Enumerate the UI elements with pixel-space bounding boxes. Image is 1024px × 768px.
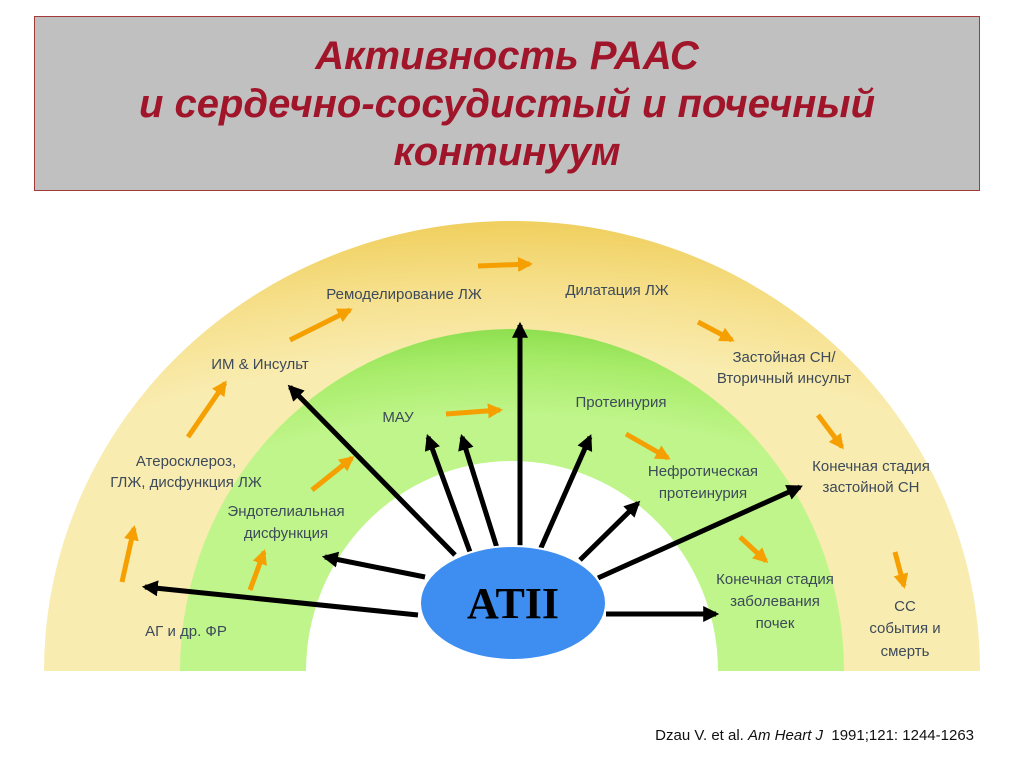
- label-zast-1: Застойная СН/: [732, 349, 836, 366]
- orange-arrow: [119, 525, 139, 583]
- label-kzp-1: Конечная стадия: [716, 571, 834, 588]
- orange-arrow: [892, 551, 909, 589]
- label-kon-1: Конечная стадия: [812, 458, 930, 475]
- black-arrow: [141, 580, 419, 618]
- title-box: Активность РААС и сердечно-сосудистый и …: [34, 16, 980, 191]
- outer-progression-arrows: [119, 256, 909, 589]
- orange-arrow: [310, 456, 355, 492]
- atii-ellipse: [419, 545, 607, 661]
- orange-arrow: [477, 256, 533, 272]
- inner-labels: Эндотелиальная дисфункция МАУ Протеинури…: [227, 394, 833, 632]
- orange-arrow: [247, 549, 267, 591]
- orange-arrow: [185, 380, 228, 439]
- label-dilat: Дилатация ЛЖ: [565, 282, 668, 299]
- label-endo-2: дисфункция: [244, 525, 328, 542]
- black-arrow: [424, 433, 473, 553]
- label-prot: Протеинурия: [575, 394, 666, 411]
- black-arrow: [321, 551, 426, 580]
- label-ag: АГ и др. ФР: [145, 623, 227, 640]
- label-mau: МАУ: [382, 409, 414, 426]
- outer-labels: АГ и др. ФР Атеросклероз, ГЛЖ, дисфункци…: [110, 282, 940, 660]
- inner-progression-arrows: [247, 403, 769, 591]
- citation-author: Dzau V. et al.: [655, 727, 749, 744]
- label-remod: Ремоделирование ЛЖ: [326, 286, 482, 303]
- black-arrow: [537, 434, 593, 552]
- label-ss-1: СС: [894, 598, 916, 615]
- black-arrow: [287, 384, 457, 557]
- label-atero-2: ГЛЖ, дисфункция ЛЖ: [110, 474, 262, 491]
- orange-arrow: [738, 535, 769, 564]
- orange-arrow: [288, 307, 353, 343]
- label-ss-3: смерть: [881, 643, 930, 660]
- label-kzp-2: заболевания: [730, 593, 820, 610]
- orange-arrow: [816, 413, 844, 450]
- label-im: ИМ & Инсульт: [211, 356, 309, 373]
- label-nef-1: Нефротическая: [648, 463, 758, 480]
- black-arrow: [596, 484, 803, 581]
- black-arrow: [458, 433, 500, 549]
- label-ss-2: события и: [869, 620, 940, 637]
- atii-label: ATII: [467, 579, 559, 628]
- orange-arrow: [696, 319, 735, 343]
- orange-arrow: [445, 403, 503, 419]
- title-line-2: и сердечно-сосудистый и почечный: [138, 81, 876, 126]
- label-zast-2: Вторичный инсульт: [717, 370, 851, 387]
- citation-journal: Am Heart J: [748, 727, 824, 744]
- label-kon-2: застойной СН: [823, 479, 920, 496]
- black-arrow: [578, 500, 641, 562]
- label-nef-2: протеинурия: [659, 485, 747, 502]
- label-kzp-3: почек: [756, 615, 795, 632]
- label-atero-1: Атеросклероз,: [136, 453, 236, 470]
- orange-arrow: [624, 431, 671, 461]
- citation: Dzau V. et al. Am Heart J 1991;121: 1244…: [655, 727, 974, 744]
- label-endo-1: Эндотелиальная: [227, 503, 344, 520]
- title-line-3: континуум: [393, 129, 621, 174]
- atii-effect-arrows: [141, 321, 803, 623]
- title-line-1: Активность РААС: [315, 33, 699, 78]
- citation-ref: 1991;121: 1244-1263: [823, 727, 974, 744]
